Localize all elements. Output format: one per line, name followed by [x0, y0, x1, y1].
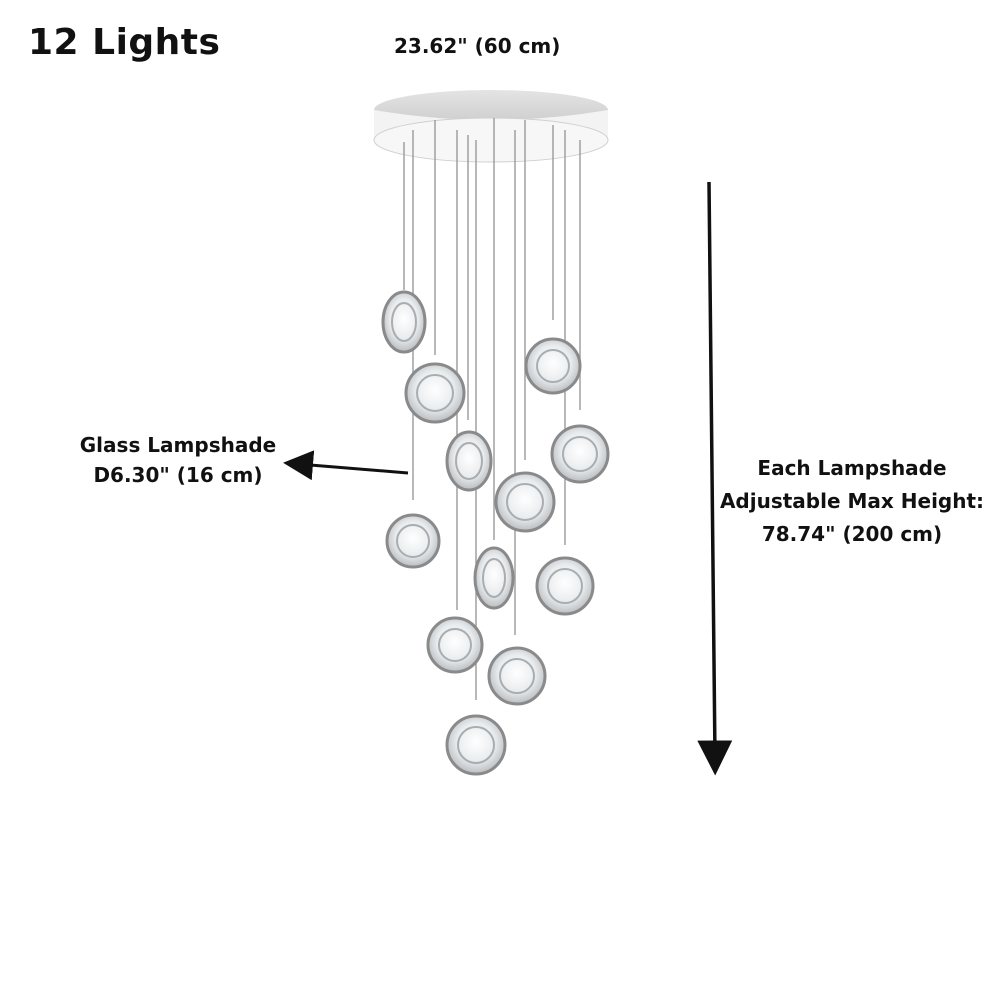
lampshade-7	[385, 513, 441, 569]
lampshade-9	[535, 556, 595, 616]
product-title: 12 Lights	[28, 22, 221, 63]
glass-lampshade-label: Glass Lampshade D6.30" (16 cm)	[68, 430, 288, 490]
height-label-line3: 78.74" (200 cm)	[761, 522, 943, 546]
shade-label-line1: Glass Lampshade	[79, 433, 277, 457]
height-dimension-arrow	[697, 181, 733, 776]
lampshade-5	[550, 424, 610, 484]
shade-label-line2: D6.30" (16 cm)	[93, 463, 263, 487]
lampshade-2	[404, 362, 466, 424]
height-label-line1: Each Lampshade	[757, 456, 947, 480]
max-height-label: Each Lampshade Adjustable Max Height: 78…	[712, 452, 992, 551]
lampshade-10	[426, 616, 484, 674]
shade-pointer-arrow	[283, 450, 409, 481]
height-label-line2: Adjustable Max Height:	[719, 489, 985, 513]
ceiling-canopy	[373, 90, 609, 163]
lampshade-6	[494, 471, 556, 533]
lampshade-1	[381, 290, 427, 354]
lampshade-11	[487, 646, 547, 706]
lampshade-3	[445, 430, 493, 492]
lampshade-4	[524, 337, 582, 395]
width-dimension-label: 23.62" (60 cm)	[394, 34, 561, 58]
lampshade-12	[445, 714, 507, 776]
glass-lampshades	[381, 290, 610, 776]
lampshade-8	[473, 546, 515, 610]
